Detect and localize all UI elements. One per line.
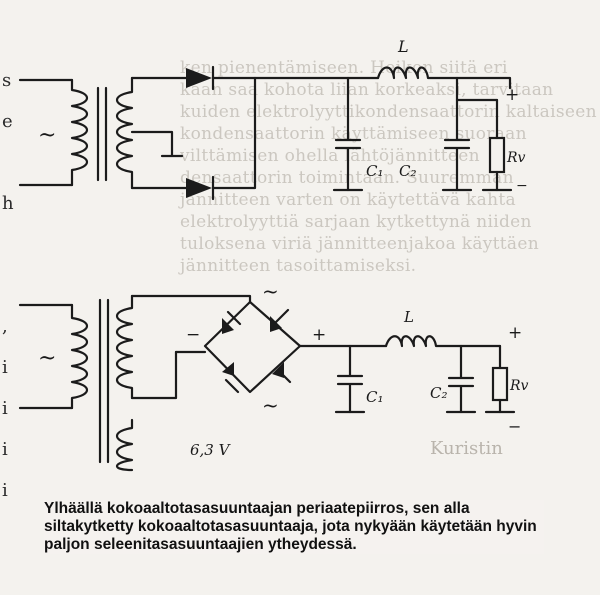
bottom-c2 <box>447 344 475 414</box>
margin-letter: h <box>2 193 14 214</box>
bottom-secondary-leads <box>130 294 252 400</box>
bottom-bridge-rectifier: ~ 6,3 V ~ ~ + − L <box>18 279 529 472</box>
bottom-ac-bottom-label: ~ <box>262 393 279 417</box>
background-text-line: elektrolyyttiä sarjaan kytkettynä niiden <box>180 212 532 232</box>
bottom-inductor-label: L <box>403 308 414 326</box>
background-text-line: kondensaattorin käyttämiseen suoraan <box>180 124 527 144</box>
rectifier-schematic: ~ L C₁ C₂ <box>18 37 529 472</box>
top-inductor-label: L <box>397 37 409 56</box>
top-ac-input-wires <box>18 78 74 187</box>
bottom-ac-input-wires <box>18 303 74 410</box>
background-text-line: jännitteen tasoittamiseksi. <box>180 256 417 276</box>
bottom-c1-label: C₁ <box>366 388 384 406</box>
top-load-label: Rv <box>506 150 526 166</box>
top-c1-label: C₁ <box>366 162 384 180</box>
bottom-minus-label: − <box>508 417 521 436</box>
bottom-bridge-diode-bars <box>224 308 292 394</box>
bottom-ac-symbol: ~ <box>38 346 56 371</box>
top-load-resistor <box>488 136 506 174</box>
bottom-bridge-wires <box>203 300 302 394</box>
top-diode-1 <box>186 68 212 88</box>
background-heading: Kuristin <box>430 438 503 459</box>
bottom-primary-winding <box>70 303 89 410</box>
bottom-c1 <box>336 344 364 414</box>
margin-letter: i <box>2 357 8 378</box>
background-text-line: kuiden elektrolyyttikondensaattorin kalt… <box>180 102 597 122</box>
bottom-bridge-minus: − <box>186 325 200 345</box>
top-ac-symbol: ~ <box>38 123 56 148</box>
bottom-bridge-plus: + <box>312 325 326 345</box>
top-plus-label: + <box>505 85 519 105</box>
background-text-line: tuloksena viriä jännitteenjakoa käyttäen <box>180 234 539 254</box>
top-c2-label: C₂ <box>399 162 417 180</box>
bottom-load-label: Rv <box>509 378 529 394</box>
background-text-line: jännitteen varten on käytettävä kahta <box>180 190 516 210</box>
bottom-load-resistor <box>491 366 509 402</box>
bottom-heater-label: 6,3 V <box>190 441 232 459</box>
bottom-heater-winding <box>115 418 134 472</box>
margin-letter: s <box>2 70 12 91</box>
bottom-bridge-diode-3 <box>222 362 234 376</box>
top-inductor <box>376 66 512 90</box>
bottom-transformer-core <box>98 298 110 464</box>
top-diode-wires <box>130 76 257 190</box>
top-center-tap <box>130 130 184 158</box>
top-c1 <box>334 76 362 192</box>
bottom-bridge-diode-2 <box>270 316 282 332</box>
bottom-c2-label: C₂ <box>430 384 448 402</box>
top-minus-label: − <box>516 178 528 194</box>
figure-caption: Ylhäällä kokoaaltotasasuuntaajan periaat… <box>44 500 544 554</box>
margin-letter: i <box>2 398 8 419</box>
bottom-secondary-winding <box>115 294 134 400</box>
margin-letter: e <box>2 111 13 132</box>
top-full-wave-rectifier: ~ L C₁ C₂ <box>18 37 528 201</box>
top-diode-2 <box>186 178 212 198</box>
background-text-line: kaan saa kohota liian korkeaksi, tarvita… <box>180 80 554 100</box>
top-c2 <box>443 76 471 192</box>
margin-letter: i <box>2 480 8 501</box>
bottom-inductor <box>384 335 502 348</box>
bottom-bridge-diode-1 <box>222 318 234 334</box>
background-text-line: densaattorin toimintaan. Suuremman <box>180 168 514 188</box>
top-primary-winding <box>70 78 89 187</box>
bottom-ac-top-label: ~ <box>262 279 279 303</box>
bottom-plus-label: + <box>508 323 522 343</box>
top-transformer-core <box>96 86 108 182</box>
margin-letter: , <box>2 316 8 337</box>
top-secondary-winding <box>115 76 134 190</box>
margin-letter: i <box>2 439 8 460</box>
